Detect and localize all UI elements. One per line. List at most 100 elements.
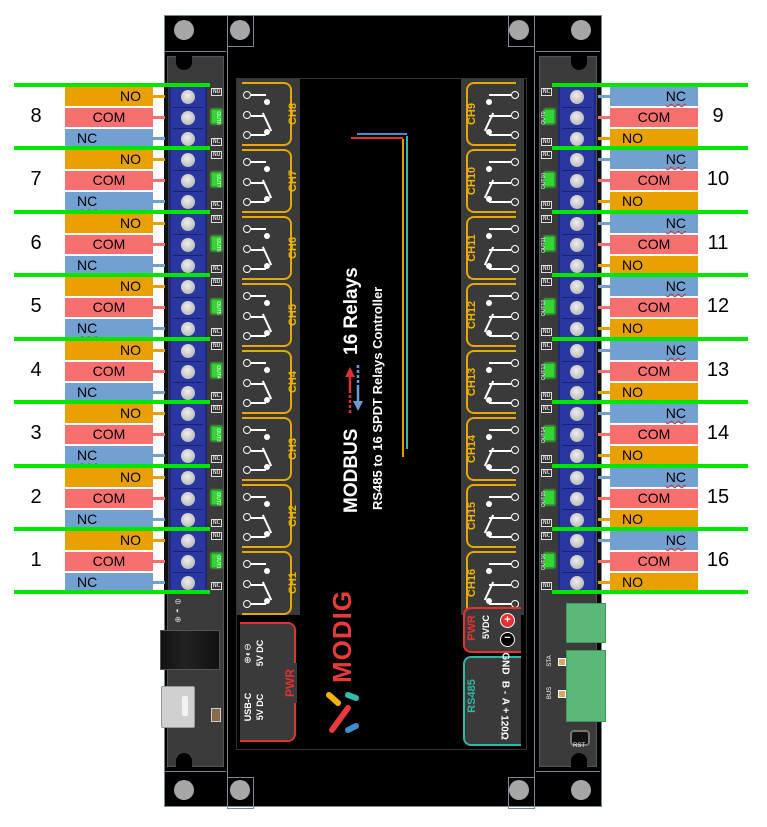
hole-frame bbox=[164, 15, 226, 52]
terminal-screw[interactable] bbox=[181, 471, 195, 485]
terminal-screw[interactable] bbox=[181, 322, 195, 337]
group-separator-line bbox=[14, 464, 210, 468]
out-silk-label: OUT2 bbox=[215, 492, 221, 506]
relay-trace bbox=[251, 228, 266, 230]
pin-label-text: NC bbox=[77, 384, 98, 401]
terminal-screw[interactable] bbox=[181, 280, 195, 294]
terminal-screw[interactable] bbox=[570, 386, 584, 401]
terminal-screw[interactable] bbox=[181, 153, 195, 167]
silk-tag: NO bbox=[541, 328, 553, 336]
terminal-screw[interactable] bbox=[181, 513, 195, 528]
pin-label-com: COM bbox=[65, 298, 153, 318]
pin-label-nc: NC bbox=[65, 256, 153, 276]
terminal-divider bbox=[562, 297, 592, 298]
terminal-screw[interactable] bbox=[181, 449, 195, 464]
pin-label-text: NO bbox=[120, 88, 141, 104]
terminal-screw[interactable] bbox=[181, 576, 195, 591]
terminal-screw[interactable] bbox=[570, 449, 584, 464]
relay-pole-icon bbox=[486, 300, 492, 306]
terminal-screw[interactable] bbox=[181, 407, 195, 421]
terminal-screw[interactable] bbox=[181, 90, 195, 104]
terminal-screw[interactable] bbox=[570, 153, 584, 167]
terminal-screw[interactable] bbox=[181, 534, 195, 548]
terminal-screw[interactable] bbox=[181, 195, 195, 210]
relay-contact-icon bbox=[243, 513, 251, 521]
terminal-screw[interactable] bbox=[570, 195, 584, 210]
terminal-screw[interactable] bbox=[570, 555, 584, 570]
reset-button[interactable] bbox=[570, 730, 590, 746]
terminal-screw[interactable] bbox=[570, 513, 584, 528]
terminal-screw[interactable] bbox=[181, 174, 195, 189]
relay-trace bbox=[251, 115, 264, 117]
terminal-screw[interactable] bbox=[181, 344, 195, 358]
relay-pole-icon bbox=[486, 397, 492, 403]
pin-label-text: COM bbox=[92, 553, 126, 570]
terminal-screw[interactable] bbox=[570, 471, 584, 485]
pin-label-text: COM bbox=[637, 553, 671, 570]
terminal-screw[interactable] bbox=[570, 301, 584, 316]
pin-label-text: COM bbox=[92, 236, 126, 253]
terminal-screw[interactable] bbox=[570, 280, 584, 294]
channel-number: 11 bbox=[707, 232, 729, 254]
title-modbus: MODBUS bbox=[341, 428, 362, 513]
hole-frame bbox=[508, 15, 535, 47]
out-silk-label: OUT1 bbox=[215, 555, 221, 569]
silk-tag: NO bbox=[541, 392, 553, 400]
polarity-silk: ⊖◐⊕ bbox=[174, 597, 182, 624]
channel-label: CH1 bbox=[287, 572, 299, 595]
channel-bracket bbox=[466, 484, 516, 548]
channel-bracket bbox=[466, 216, 516, 280]
relay-pole-icon bbox=[486, 531, 492, 537]
terminal-screw[interactable] bbox=[181, 217, 195, 231]
pin-label-no: NO bbox=[610, 573, 698, 593]
rs485-terminal-connector[interactable] bbox=[566, 650, 606, 722]
terminal-screw[interactable] bbox=[181, 428, 195, 443]
terminal-screw[interactable] bbox=[570, 174, 584, 189]
terminal-screw[interactable] bbox=[570, 90, 584, 104]
terminal-screw[interactable] bbox=[570, 344, 584, 358]
terminal-screw[interactable] bbox=[181, 238, 195, 253]
terminal-screw[interactable] bbox=[181, 365, 195, 380]
pin-wire bbox=[598, 158, 610, 161]
pin-label-no: NO bbox=[65, 87, 153, 106]
relay-trace bbox=[489, 603, 511, 605]
terminal-screw[interactable] bbox=[181, 301, 195, 316]
relay-trace bbox=[489, 228, 511, 230]
pin-wire bbox=[598, 95, 610, 98]
terminal-screw[interactable] bbox=[570, 238, 584, 253]
terminal-screw[interactable] bbox=[570, 428, 584, 443]
relay-status-led bbox=[544, 236, 555, 251]
pin-label-com: COM bbox=[65, 108, 153, 128]
silk-tag: NO bbox=[211, 151, 223, 159]
relay-contact-icon bbox=[511, 178, 519, 186]
terminal-screw[interactable] bbox=[181, 259, 195, 274]
terminal-screw[interactable] bbox=[570, 111, 584, 126]
relay-contact-icon bbox=[511, 466, 519, 474]
terminal-screw[interactable] bbox=[570, 217, 584, 231]
pin-label-no: NO bbox=[610, 129, 698, 149]
usb-c-port[interactable] bbox=[161, 686, 195, 728]
terminal-screw[interactable] bbox=[570, 259, 584, 274]
pin-label-text: NC bbox=[665, 342, 686, 358]
power-terminal-connector[interactable] bbox=[566, 603, 606, 643]
terminal-screw[interactable] bbox=[570, 132, 584, 147]
pin-wire bbox=[598, 349, 610, 352]
terminal-screw[interactable] bbox=[181, 386, 195, 401]
terminal-screw[interactable] bbox=[570, 576, 584, 591]
pin-label-nc: NC bbox=[610, 404, 698, 423]
pin-wire bbox=[153, 454, 165, 458]
terminal-screw[interactable] bbox=[181, 555, 195, 570]
channel-number: 10 bbox=[706, 168, 730, 190]
terminal-screw[interactable] bbox=[181, 132, 195, 147]
terminal-screw[interactable] bbox=[181, 492, 195, 507]
dc-barrel-jack[interactable] bbox=[160, 630, 220, 670]
relay-trace bbox=[251, 517, 264, 519]
terminal-screw[interactable] bbox=[570, 365, 584, 380]
pin-label-no: NO bbox=[610, 446, 698, 466]
terminal-screw[interactable] bbox=[570, 534, 584, 548]
pin-label-nc: NC bbox=[610, 87, 698, 106]
terminal-screw[interactable] bbox=[181, 111, 195, 126]
terminal-screw[interactable] bbox=[570, 407, 584, 421]
terminal-screw[interactable] bbox=[570, 492, 584, 507]
terminal-screw[interactable] bbox=[570, 322, 584, 337]
